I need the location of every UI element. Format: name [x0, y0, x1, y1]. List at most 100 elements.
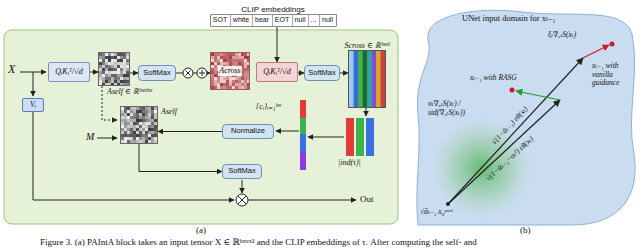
- score-stripes: [349, 51, 385, 107]
- noise-cell: [120, 80, 123, 83]
- panel-label: (b): [520, 225, 531, 235]
- noise-cell: [244, 56, 247, 59]
- noise-cell: [223, 59, 226, 62]
- noise-cell: [241, 83, 244, 86]
- noise-cell: [148, 110, 151, 113]
- noise-cell: [111, 71, 114, 74]
- noise-cell: [211, 56, 214, 59]
- noise-cell: [127, 122, 130, 125]
- noise-cell: [127, 137, 130, 140]
- noise-cell: [120, 74, 123, 77]
- noise-cell: [154, 140, 157, 143]
- sample-point: [610, 42, 615, 47]
- noise-cell: [145, 110, 148, 113]
- noise-cell: [124, 107, 127, 110]
- noise-cell: [117, 65, 120, 68]
- noise-cell: [151, 125, 154, 128]
- noise-cell: [124, 137, 127, 140]
- noise-cell: [121, 125, 124, 128]
- noise-cell: [114, 74, 117, 77]
- noise-cell: [123, 74, 126, 77]
- noise-cell: [220, 56, 223, 59]
- noise-cell: [124, 116, 127, 119]
- noise-cell: [142, 128, 145, 131]
- noise-cell: [247, 83, 249, 86]
- noise-cell: [148, 134, 151, 137]
- score-map: Scross ∈ ℝʰʷˣˡ: [348, 50, 386, 108]
- noise-cell: [127, 110, 130, 113]
- origin-point: [446, 202, 450, 206]
- noise-cell: [223, 83, 226, 86]
- noise-cell: [123, 77, 126, 80]
- noise-cell: [142, 116, 145, 119]
- noise-cell: [108, 71, 111, 74]
- noise-cell: [235, 80, 238, 83]
- noise-cell: [111, 56, 114, 59]
- noise-cell: [127, 119, 130, 122]
- vector-label: σₜ∇ₓₜS(xₜ) / std(∇ₓₜS(xₜ)): [428, 100, 498, 117]
- noise-cell: [117, 83, 120, 85]
- noise-cell: [154, 119, 157, 122]
- index-bar: [366, 118, 374, 156]
- noise-cell: [126, 56, 129, 59]
- noise-cell: [130, 110, 133, 113]
- weight-wire: [276, 131, 299, 132]
- noise-cell: [145, 137, 148, 140]
- noise-cell: [105, 77, 108, 80]
- noise-cell: [114, 80, 117, 83]
- noise-cell: [124, 131, 127, 134]
- noise-cell: [124, 110, 127, 113]
- box-label: ...: [311, 16, 317, 24]
- noise-cell: [151, 137, 154, 140]
- noise-cell: [123, 68, 126, 71]
- noise-cell: [229, 53, 232, 56]
- noise-cell: [211, 86, 214, 89]
- noise-cell: [229, 62, 232, 65]
- index-bar: [356, 118, 364, 156]
- noise-cell: [105, 56, 108, 59]
- noise-cell: [120, 65, 123, 68]
- noise-cell: [126, 62, 129, 65]
- noise-cell: [102, 71, 105, 74]
- noise-cell: [154, 128, 157, 131]
- multiply-symbol: [236, 194, 248, 206]
- noise-cell: [102, 56, 105, 59]
- noise-cell: [214, 59, 217, 62]
- noise-cell: [111, 80, 114, 83]
- softmax-wire: [242, 180, 243, 193]
- connector: [340, 73, 348, 74]
- noise-cell: [211, 83, 214, 86]
- noise-cell: [139, 113, 142, 116]
- noise-cell: [102, 74, 105, 77]
- noise-cell: [108, 80, 111, 83]
- noise-cell: [139, 125, 142, 128]
- noise-cell: [241, 56, 244, 59]
- noise-cell: [121, 137, 124, 140]
- noise-cell: [217, 80, 220, 83]
- noise-cell: [238, 62, 241, 65]
- noise-cell: [130, 122, 133, 125]
- noise-cell: [105, 65, 108, 68]
- noise-cell: [241, 53, 244, 56]
- noise-cell: [136, 140, 139, 143]
- noise-cell: [102, 80, 105, 83]
- multiply-symbol: [186, 71, 191, 76]
- noise-cell: [238, 53, 241, 56]
- noise-cell: [121, 107, 124, 110]
- noise-cell: [244, 77, 247, 80]
- token-cell: EOT: [273, 15, 293, 26]
- noise-cell: [130, 128, 133, 131]
- noise-cell: [105, 80, 108, 83]
- noise-cell: [154, 116, 157, 119]
- noise-cell: [130, 125, 133, 128]
- noise-cell: [229, 56, 232, 59]
- noise-cell: [121, 110, 124, 113]
- noise-cell: [232, 83, 235, 86]
- noise-cell: [211, 59, 214, 62]
- vector-label: ξₜ∇ₓₜS(xₜ): [548, 31, 576, 40]
- noise-cell: [117, 53, 120, 56]
- noise-cell: [247, 62, 249, 65]
- noise-cell: [136, 125, 139, 128]
- noise-cell: [145, 122, 148, 125]
